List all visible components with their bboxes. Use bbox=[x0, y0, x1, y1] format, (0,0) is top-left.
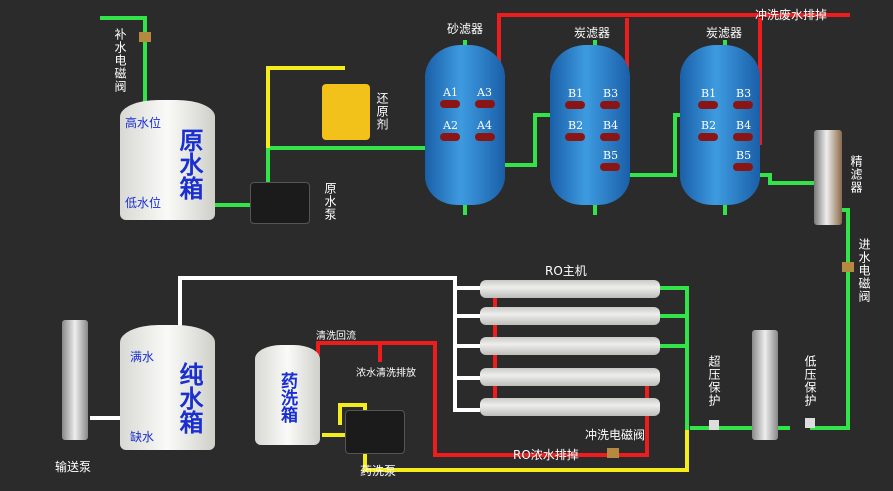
empty-label: 缺水 bbox=[130, 430, 155, 444]
carbon-filter-1-label: 炭滤器 bbox=[574, 26, 611, 40]
clean-return-label: 清洗回流 bbox=[316, 331, 356, 342]
chem-tank-label: 药洗箱 bbox=[277, 372, 297, 423]
valve-b5[interactable] bbox=[600, 163, 620, 171]
valve-a4[interactable] bbox=[475, 133, 495, 141]
flush-valve-icon[interactable] bbox=[607, 448, 619, 458]
valve-label: B1 bbox=[568, 87, 584, 100]
valve-b4[interactable] bbox=[733, 133, 753, 141]
valve-label: B4 bbox=[736, 119, 752, 132]
carbon-filter-2 bbox=[680, 45, 760, 205]
makeup-valve-label: 补水电磁阀 bbox=[113, 28, 127, 93]
valve-b2[interactable] bbox=[698, 133, 718, 141]
valve-label: B2 bbox=[568, 119, 584, 132]
high-pressure-pump[interactable] bbox=[752, 330, 778, 440]
valve-label: A4 bbox=[477, 119, 492, 132]
delivery-pump[interactable] bbox=[62, 320, 88, 440]
low-level-label: 低水位 bbox=[125, 196, 162, 210]
valve-b4[interactable] bbox=[600, 133, 620, 141]
reductant-tank bbox=[322, 84, 370, 140]
valve-a1[interactable] bbox=[440, 100, 460, 108]
pure-tank-label: 纯水箱 bbox=[175, 362, 203, 434]
raw-water-tank bbox=[120, 100, 215, 220]
valve-b1[interactable] bbox=[698, 101, 718, 109]
ro-membrane bbox=[480, 337, 660, 355]
fine-filter bbox=[814, 130, 842, 225]
overpressure-label: 超压保护 bbox=[707, 355, 721, 407]
raw-tank-label: 原水箱 bbox=[175, 128, 203, 200]
ro-membrane bbox=[480, 280, 660, 298]
pure-water-tank bbox=[120, 325, 215, 450]
valve-label: A3 bbox=[477, 86, 492, 99]
raw-water-pump[interactable] bbox=[250, 182, 310, 224]
flush-waste-label: 冲洗废水排掉 bbox=[755, 8, 828, 22]
sand-filter-label: 砂滤器 bbox=[447, 22, 484, 36]
high-level-label: 高水位 bbox=[125, 116, 162, 130]
valve-b2[interactable] bbox=[565, 133, 585, 141]
valve-label: B2 bbox=[701, 119, 717, 132]
valve-b3[interactable] bbox=[600, 101, 620, 109]
valve-label: A1 bbox=[443, 86, 458, 99]
valve-label: A2 bbox=[443, 119, 458, 132]
flush-valve-label: 冲洗电磁阀 bbox=[585, 428, 646, 442]
valve-a2[interactable] bbox=[440, 133, 460, 141]
ro-membrane bbox=[480, 398, 660, 416]
fine-filter-label: 精滤器 bbox=[849, 155, 863, 194]
overpressure-switch-icon bbox=[709, 420, 719, 430]
valve-label: B3 bbox=[736, 87, 752, 100]
valve-label: B5 bbox=[736, 149, 752, 162]
low-pressure-switch-icon bbox=[805, 418, 815, 428]
inlet-valve-label: 进水电磁阀 bbox=[857, 238, 871, 303]
valve-b5[interactable] bbox=[733, 163, 753, 171]
pure-water-pipes bbox=[90, 276, 480, 420]
ro-membrane bbox=[480, 368, 660, 386]
inlet-valve-icon[interactable] bbox=[842, 262, 854, 272]
low-pressure-label: 低压保护 bbox=[803, 355, 817, 407]
valve-label: B4 bbox=[603, 119, 619, 132]
valve-label: B5 bbox=[603, 149, 619, 162]
sand-filter bbox=[425, 45, 505, 205]
chemical-wash-pump[interactable] bbox=[345, 410, 405, 454]
chemical-wash-tank bbox=[255, 345, 320, 445]
carbon-filter-2-label: 炭滤器 bbox=[706, 26, 743, 40]
conc-clean-discharge-label: 浓水清洗排放 bbox=[356, 368, 416, 379]
valve-a3[interactable] bbox=[475, 100, 495, 108]
valve-label: B1 bbox=[701, 87, 717, 100]
makeup-valve-icon[interactable] bbox=[139, 32, 151, 42]
valve-b1[interactable] bbox=[565, 101, 585, 109]
valve-label: B3 bbox=[603, 87, 619, 100]
reductant-label: 还原剂 bbox=[375, 92, 389, 131]
carbon-filter-1 bbox=[550, 45, 630, 205]
ro-host-label: RO主机 bbox=[545, 264, 587, 278]
raw-pump-label: 原水泵 bbox=[323, 182, 337, 221]
chem-pump-label: 药洗泵 bbox=[360, 464, 397, 478]
delivery-pump-label: 输送泵 bbox=[55, 460, 92, 474]
ro-membrane bbox=[480, 307, 660, 325]
full-label: 满水 bbox=[130, 350, 155, 364]
valve-b3[interactable] bbox=[733, 101, 753, 109]
ro-conc-discharge-label: RO浓水排掉 bbox=[513, 448, 579, 462]
